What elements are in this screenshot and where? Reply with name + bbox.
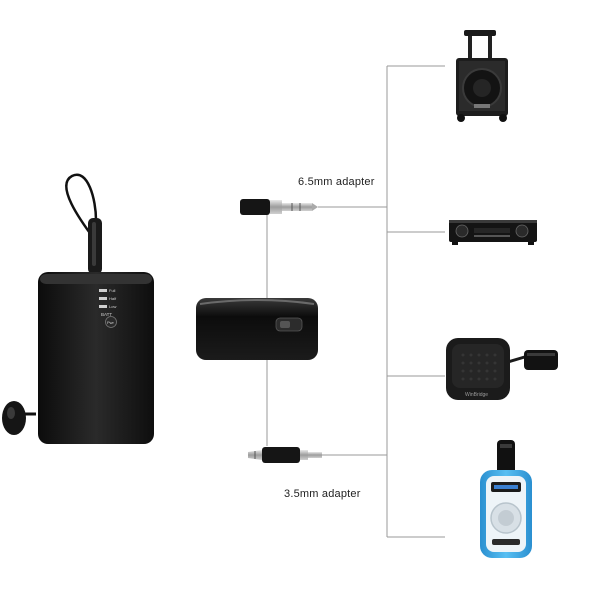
indicator-full-label: Full bbox=[109, 288, 116, 293]
speaker-handle-top bbox=[464, 30, 496, 36]
adapter-65mm bbox=[240, 199, 318, 215]
adapter35-collar bbox=[300, 450, 308, 460]
battery-bar-full bbox=[99, 289, 107, 292]
adapter-65mm-label: 6.5mm adapter bbox=[298, 176, 375, 188]
amplifier-knob-right bbox=[516, 225, 528, 237]
cube-speaker: WinBridge bbox=[446, 338, 558, 400]
speaker-wheel-right bbox=[499, 114, 507, 122]
speaker-wheel-left bbox=[457, 114, 465, 122]
adapter-35mm-label: 3.5mm adapter bbox=[284, 488, 361, 500]
mic-head bbox=[2, 401, 26, 435]
adapter35-plug bbox=[308, 452, 322, 458]
battery-bar-low bbox=[99, 305, 107, 308]
trolley-speaker bbox=[456, 30, 508, 122]
usb-receiver bbox=[196, 298, 318, 360]
cube-speaker-brand: WinBridge bbox=[465, 392, 488, 398]
adapter65-plug bbox=[282, 203, 312, 211]
bodypack-transmitter: Full Half Low BATT Pwr bbox=[38, 218, 154, 444]
adapter65-body bbox=[240, 199, 270, 215]
adapter35-body bbox=[262, 447, 300, 463]
adapter-35mm bbox=[248, 447, 322, 463]
transmitter-body bbox=[38, 272, 154, 444]
voice-amplifier bbox=[480, 440, 532, 558]
stereo-amplifier bbox=[449, 220, 537, 245]
indicator-low-label: Low bbox=[109, 304, 116, 309]
adapter65-collar bbox=[270, 200, 282, 214]
indicator-half-label: Half bbox=[109, 296, 117, 301]
power-label: Pwr bbox=[107, 320, 115, 325]
amplifier-knob-left bbox=[456, 225, 468, 237]
battery-bar-half bbox=[99, 297, 107, 300]
